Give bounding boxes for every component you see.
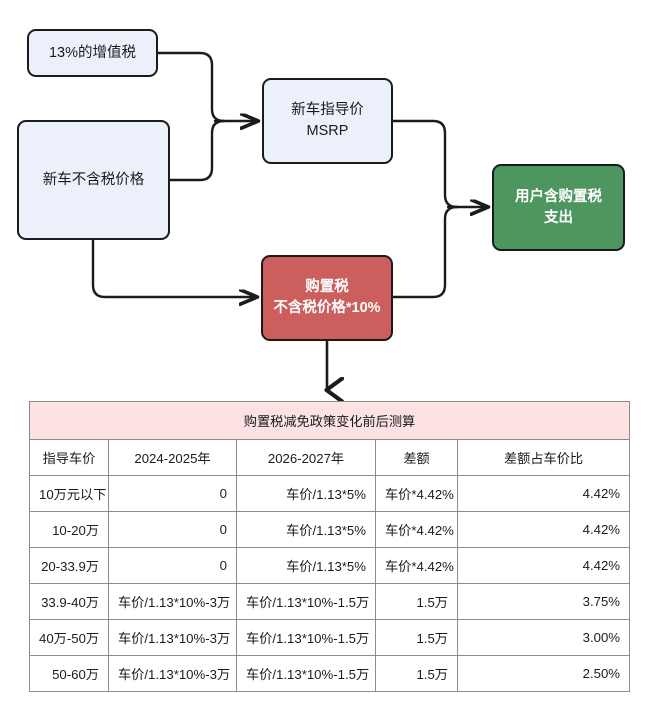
cell-price-range: 40万-50万 (29, 619, 109, 656)
cell-2026-2027: 车价/1.13*5% (236, 475, 376, 512)
node-net-price-label: 新车不含税价格 (43, 170, 145, 191)
connector-puretax-to-expense (391, 205, 459, 299)
cell-2026-2027: 车价/1.13*5% (236, 547, 376, 584)
cell-2024-2025: 0 (108, 511, 237, 548)
column-header-2024-2025: 2024-2025年 (108, 439, 237, 476)
cell-diff-ratio: 2.50% (456, 655, 631, 692)
table-row: 10万元以下 0 车价/1.13*5% 车价*4.42% 4.42% (29, 475, 631, 512)
table-head: 购置税减免政策变化前后测算 (28, 401, 631, 440)
node-purchase-tax[interactable]: 购置税 不含税价格*10% (261, 255, 393, 341)
cell-diff-ratio: 4.42% (456, 511, 631, 548)
node-vat-line-1: 13%的增值税 (48, 44, 137, 61)
cell-2024-2025: 车价/1.13*10%-3万 (108, 655, 237, 692)
table-title-row: 购置税减免政策变化前后测算 (28, 401, 631, 440)
node-user-expense[interactable]: 用户含购置税 支出 (492, 164, 625, 251)
node-msrp-line-2: MSRP (306, 123, 349, 139)
node-msrp-line-1: 新车指导价 (291, 102, 364, 119)
cell-2024-2025: 车价/1.13*10%-3万 (108, 583, 237, 620)
cell-diff-ratio: 4.42% (456, 475, 631, 512)
node-user-expense-line-1: 用户含购置税 (515, 188, 602, 205)
cell-2024-2025: 车价/1.13*10%-3万 (108, 619, 237, 656)
node-msrp-label: 新车指导价 MSRP (291, 100, 364, 141)
connector-netprice-to-puretax (91, 238, 257, 297)
cell-price-range: 10万元以下 (29, 475, 109, 512)
node-user-expense-label: 用户含购置税 支出 (515, 187, 602, 228)
purchase-tax-table: 购置税减免政策变化前后测算 指导车价 2024-2025年 2026-2027年… (28, 401, 631, 692)
cell-price-range: 20-33.9万 (29, 547, 109, 584)
connector-vat-to-msrp (156, 51, 226, 123)
table-title: 购置税减免政策变化前后测算 (28, 401, 631, 440)
node-user-expense-line-2: 支出 (544, 209, 573, 226)
cell-2024-2025: 0 (108, 475, 237, 512)
node-net-price-line-1: 新车不含税价格 (42, 171, 145, 188)
cell-difference: 车价*4.42% (375, 475, 458, 512)
cell-2026-2027: 车价/1.13*10%-1.5万 (236, 619, 376, 656)
column-header-difference: 差额 (375, 439, 458, 476)
table-row: 20-33.9万 0 车价/1.13*5% 车价*4.42% 4.42% (29, 547, 631, 584)
cell-difference: 1.5万 (375, 655, 458, 692)
table-body: 10万元以下 0 车价/1.13*5% 车价*4.42% 4.42% 10-20… (29, 475, 631, 692)
cell-difference: 车价*4.42% (375, 547, 458, 584)
column-header-2026-2027: 2026-2027年 (236, 439, 376, 476)
cell-2026-2027: 车价/1.13*10%-1.5万 (236, 655, 376, 692)
cell-2024-2025: 0 (108, 547, 237, 584)
table-column-header-row: 指导车价 2024-2025年 2026-2027年 差额 差额占车价比 (29, 439, 631, 476)
node-purchase-tax-line-2: 不含税价格*10% (273, 300, 381, 316)
flow-connectors (91, 51, 650, 410)
cell-diff-ratio: 4.42% (456, 547, 631, 584)
cell-difference: 1.5万 (375, 583, 458, 620)
cell-difference: 车价*4.42% (375, 511, 458, 548)
node-purchase-tax-label: 购置税 不含税价格*10% (273, 277, 380, 318)
node-vat-label: 13%的增值税 (49, 43, 136, 64)
connector-msrp-to-expense (391, 119, 459, 209)
cell-diff-ratio: 3.75% (456, 583, 631, 620)
node-msrp[interactable]: 新车指导价 MSRP (262, 78, 393, 164)
cell-diff-ratio: 3.00% (456, 619, 631, 656)
connector-netprice-to-msrp (168, 119, 226, 182)
column-header-price-range: 指导车价 (29, 439, 109, 476)
cell-2026-2027: 车价/1.13*5% (236, 511, 376, 548)
cell-difference: 1.5万 (375, 619, 458, 656)
table-row: 33.9-40万 车价/1.13*10%-3万 车价/1.13*10%-1.5万… (29, 583, 631, 620)
node-net-price[interactable]: 新车不含税价格 (17, 120, 170, 240)
column-header-diff-ratio: 差额占车价比 (456, 439, 631, 476)
cell-price-range: 33.9-40万 (29, 583, 109, 620)
node-purchase-tax-line-1: 购置税 (305, 279, 349, 296)
cell-price-range: 10-20万 (29, 511, 109, 548)
node-vat[interactable]: 13%的增值税 (27, 29, 158, 77)
table-row: 40万-50万 车价/1.13*10%-3万 车价/1.13*10%-1.5万 … (29, 619, 631, 656)
table-row: 10-20万 0 车价/1.13*5% 车价*4.42% 4.42% (29, 511, 631, 548)
table-row: 50-60万 车价/1.13*10%-3万 车价/1.13*10%-1.5万 1… (29, 655, 631, 692)
cell-price-range: 50-60万 (29, 655, 109, 692)
cell-2026-2027: 车价/1.13*10%-1.5万 (236, 583, 376, 620)
